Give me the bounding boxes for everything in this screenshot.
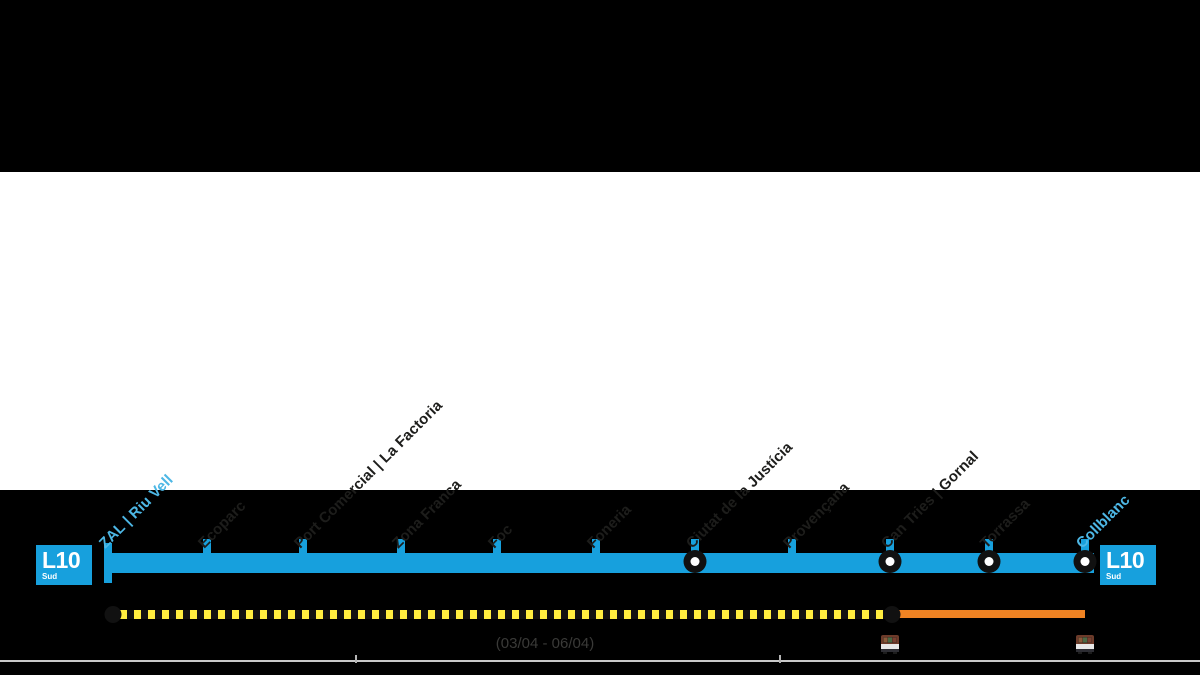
replacement-service-orange-segment [892, 610, 1085, 618]
replacement-service-dotted-segment [113, 610, 892, 619]
baseline-tick-left [355, 655, 357, 663]
interchange-marker-ciutat-de-la-justicia[interactable] [683, 550, 707, 573]
route-badge-right[interactable]: L10 Sud [1100, 545, 1156, 585]
canvas-baseline-rule [0, 660, 1200, 662]
station-tick-foc[interactable] [493, 539, 501, 557]
route-badge-right-code: L10 [1106, 547, 1145, 573]
route-badge-right-sub: Sud [1106, 572, 1122, 581]
station-label-foc: Foc [484, 520, 517, 552]
interchange-marker-collblanc[interactable] [1073, 550, 1097, 573]
station-label-ciutat-de-la-justicia: Ciutat de la Justícia [682, 438, 797, 552]
route-badge-left[interactable]: L10 Sud [36, 545, 92, 585]
station-label-torrassa: Torrassa [976, 495, 1034, 552]
bus-icon [1076, 635, 1094, 654]
station-tick-port-comercial-la-factoria[interactable] [299, 539, 307, 557]
station-label-can-tries-gornal: Can Tries | Gornal [877, 447, 983, 552]
baseline-tick-right [779, 655, 781, 663]
station-tick-ciutat-de-la-justicia[interactable] [691, 539, 699, 557]
station-label-provencana: Provençana [779, 479, 853, 552]
interchange-marker-can-tries-gornal[interactable] [878, 550, 902, 573]
station-label-ecoparc: Ecoparc [194, 497, 250, 552]
l10-line-body [104, 553, 1094, 573]
replacement-service-endpoint-west [104, 606, 122, 623]
diagram-canvas: ZAL | Riu Vell Ecoparc Port Comercial | … [0, 172, 1200, 663]
station-tick-can-tries-gornal[interactable] [886, 539, 894, 557]
station-label-collblanc: Collblanc [1072, 491, 1134, 552]
station-tick-zona-franca[interactable] [397, 539, 405, 557]
service-date-range: (03/04 - 06/04) [495, 635, 595, 652]
station-label-zona-franca: Zona Franca [388, 476, 465, 552]
station-tick-collblanc[interactable] [1081, 539, 1089, 557]
terminus-cap-left [104, 543, 112, 583]
station-tick-foneria[interactable] [592, 539, 600, 557]
station-tick-ecoparc[interactable] [203, 539, 211, 557]
route-badge-left-sub: Sud [42, 572, 58, 581]
station-label-foneria: Foneria [583, 501, 635, 552]
replacement-service-endpoint-mid [883, 606, 901, 623]
station-tick-provencana[interactable] [788, 539, 796, 557]
route-badge-left-code: L10 [42, 547, 81, 573]
bus-icon [881, 635, 899, 654]
station-label-zal-riu-vell: ZAL | Riu Vell [95, 471, 177, 552]
interchange-marker-torrassa[interactable] [977, 550, 1001, 573]
station-tick-torrassa[interactable] [985, 539, 993, 557]
